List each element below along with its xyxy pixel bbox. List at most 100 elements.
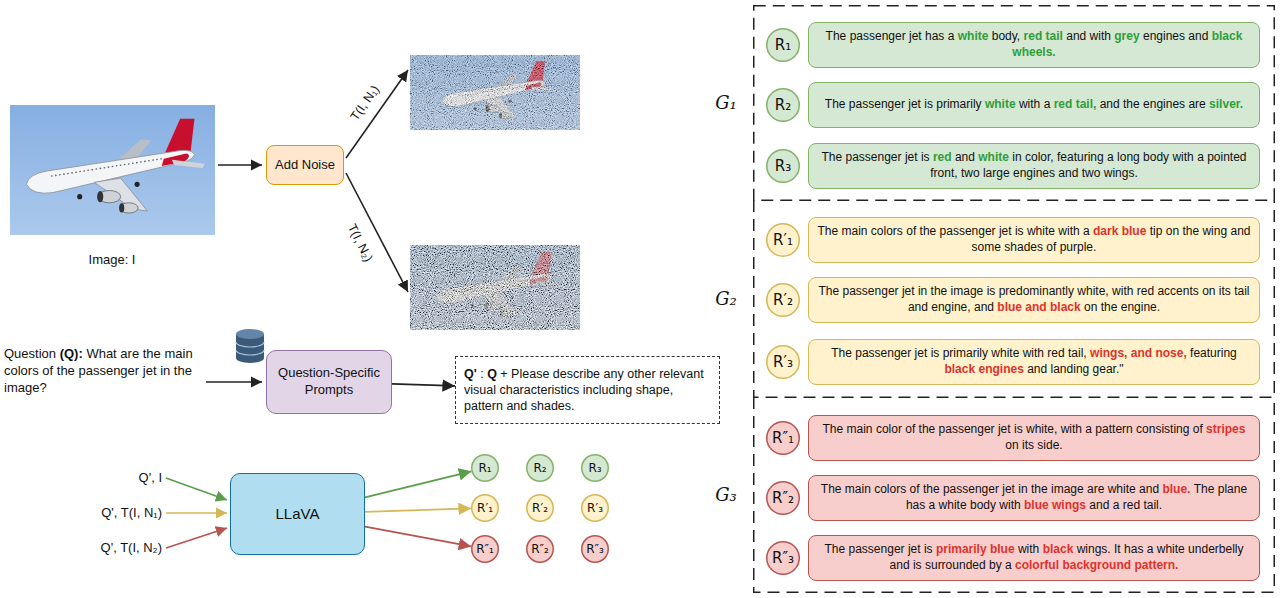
flow-arrow (166, 528, 227, 548)
text-run: surrounded (925, 558, 989, 572)
text-run: tail (1234, 284, 1249, 298)
text-run: on (1202, 284, 1219, 298)
label-anchor: Image: I (89, 252, 136, 269)
text-run: black (1043, 542, 1077, 556)
text-run: The (821, 150, 845, 164)
circle-label: R₂ (533, 462, 546, 474)
text-run: red (933, 150, 955, 164)
text-run: image (1051, 482, 1087, 496)
text-run: and (1230, 224, 1250, 238)
text-run: It (1114, 542, 1124, 556)
text-run: primarily (936, 542, 990, 556)
text-run: with (1112, 284, 1137, 298)
text-run: underbelly (1188, 542, 1243, 556)
circle-label: R₁ (775, 38, 791, 53)
text-run: with (1172, 150, 1197, 164)
response-box: The main colors of the passenger jet is … (808, 217, 1260, 263)
text-run: black (1050, 300, 1084, 314)
text-run: landing (1051, 362, 1093, 376)
response-box: The passenger jet is red and white in co… (808, 143, 1260, 189)
text-run: a (1083, 224, 1093, 238)
response-box: The passenger jet has a white body, red … (808, 22, 1260, 68)
text-run: in (1012, 150, 1025, 164)
text-run: jet (1002, 482, 1018, 496)
text-run: passenger (843, 284, 902, 298)
text-run: and (955, 150, 978, 164)
text-run: with (1058, 224, 1083, 238)
label-anchor: Q', T(I, N₂) (101, 540, 162, 557)
noisy-photo (410, 245, 580, 330)
text-run: the (919, 422, 939, 436)
text-run: jet (905, 150, 921, 164)
circle-outline (767, 422, 800, 455)
text-run: featuring (1057, 150, 1107, 164)
text-run: has (1124, 542, 1147, 556)
text-run: red (1137, 284, 1158, 298)
text-run: and (1188, 29, 1211, 43)
circle-label: R′₂ (773, 293, 793, 308)
text-run: a (1085, 422, 1095, 436)
flow-arrow (346, 70, 408, 158)
group-label-wrap: G₃ (707, 397, 745, 593)
text-run: engines (1143, 97, 1188, 111)
text-run: a (1147, 542, 1157, 556)
text-run: is (931, 346, 943, 360)
circle-label: R″₂ (531, 543, 549, 555)
response-circle: R″₂ (766, 481, 800, 515)
circle-outline (767, 29, 800, 62)
group-band: G₃R″₁The main color of the passenger jet… (753, 397, 1275, 593)
response-box: The passenger jet is primarily white wit… (808, 339, 1260, 385)
circle-label: R₃ (775, 159, 791, 174)
text-run: wings. (1077, 542, 1114, 556)
text-run: are (120, 346, 142, 361)
text-run: its (1022, 438, 1037, 452)
text-run: stripes (1206, 422, 1245, 436)
text-run: with (1090, 29, 1115, 43)
text-run: The (823, 422, 847, 436)
text-run: two (1082, 166, 1104, 180)
label-anchor: Question (Q): What are the main colors o… (4, 346, 204, 397)
text-run: with (1061, 422, 1086, 436)
text-run: and (1058, 166, 1081, 180)
text-run: jet (915, 346, 931, 360)
text-run: are (1087, 482, 1108, 496)
text-run: featuring (1190, 346, 1237, 360)
text-run: white (958, 29, 992, 43)
text-run: main (164, 346, 192, 361)
text-run: red (1123, 498, 1144, 512)
box-text: The passenger jet is red and white in co… (817, 150, 1251, 181)
group-band: G₂R′₁The main colors of the passenger je… (753, 200, 1275, 398)
dashed-frame (754, 6, 1275, 201)
text-run: white (939, 498, 970, 512)
text-run: front, (930, 166, 961, 180)
text-run: a (929, 498, 939, 512)
circle-outline (767, 482, 800, 515)
annotation-label: Image: I (89, 252, 136, 269)
circle-outline (582, 536, 609, 563)
text-run: describe (553, 367, 604, 381)
text-run: the (1182, 224, 1202, 238)
text-run: main (842, 224, 871, 238)
text-run: tail, (1076, 97, 1100, 111)
circle-outline (582, 495, 609, 522)
text-run: silver. (1209, 97, 1243, 111)
text-run: blue. (1162, 482, 1193, 496)
text-run: white (1157, 542, 1188, 556)
text-run: the (57, 363, 79, 378)
text-run: consisting (1136, 422, 1193, 436)
text-run: The (826, 29, 850, 43)
box-text: The passenger jet in the image is predom… (817, 284, 1251, 315)
database-icon (236, 329, 264, 339)
response-circle: R″₂ (526, 535, 554, 563)
text-run: shape, (636, 383, 674, 397)
text-run: dark (1093, 224, 1122, 238)
annotation-label: Question (Q): What are the main colors o… (4, 346, 204, 397)
text-run: engines (1143, 29, 1188, 43)
text-run: the (920, 224, 940, 238)
text-run: white, (1077, 284, 1112, 298)
text-run: of (905, 422, 918, 436)
text-run: its (1219, 284, 1234, 298)
text-run: on (1166, 224, 1183, 238)
text-run: and (890, 558, 913, 572)
